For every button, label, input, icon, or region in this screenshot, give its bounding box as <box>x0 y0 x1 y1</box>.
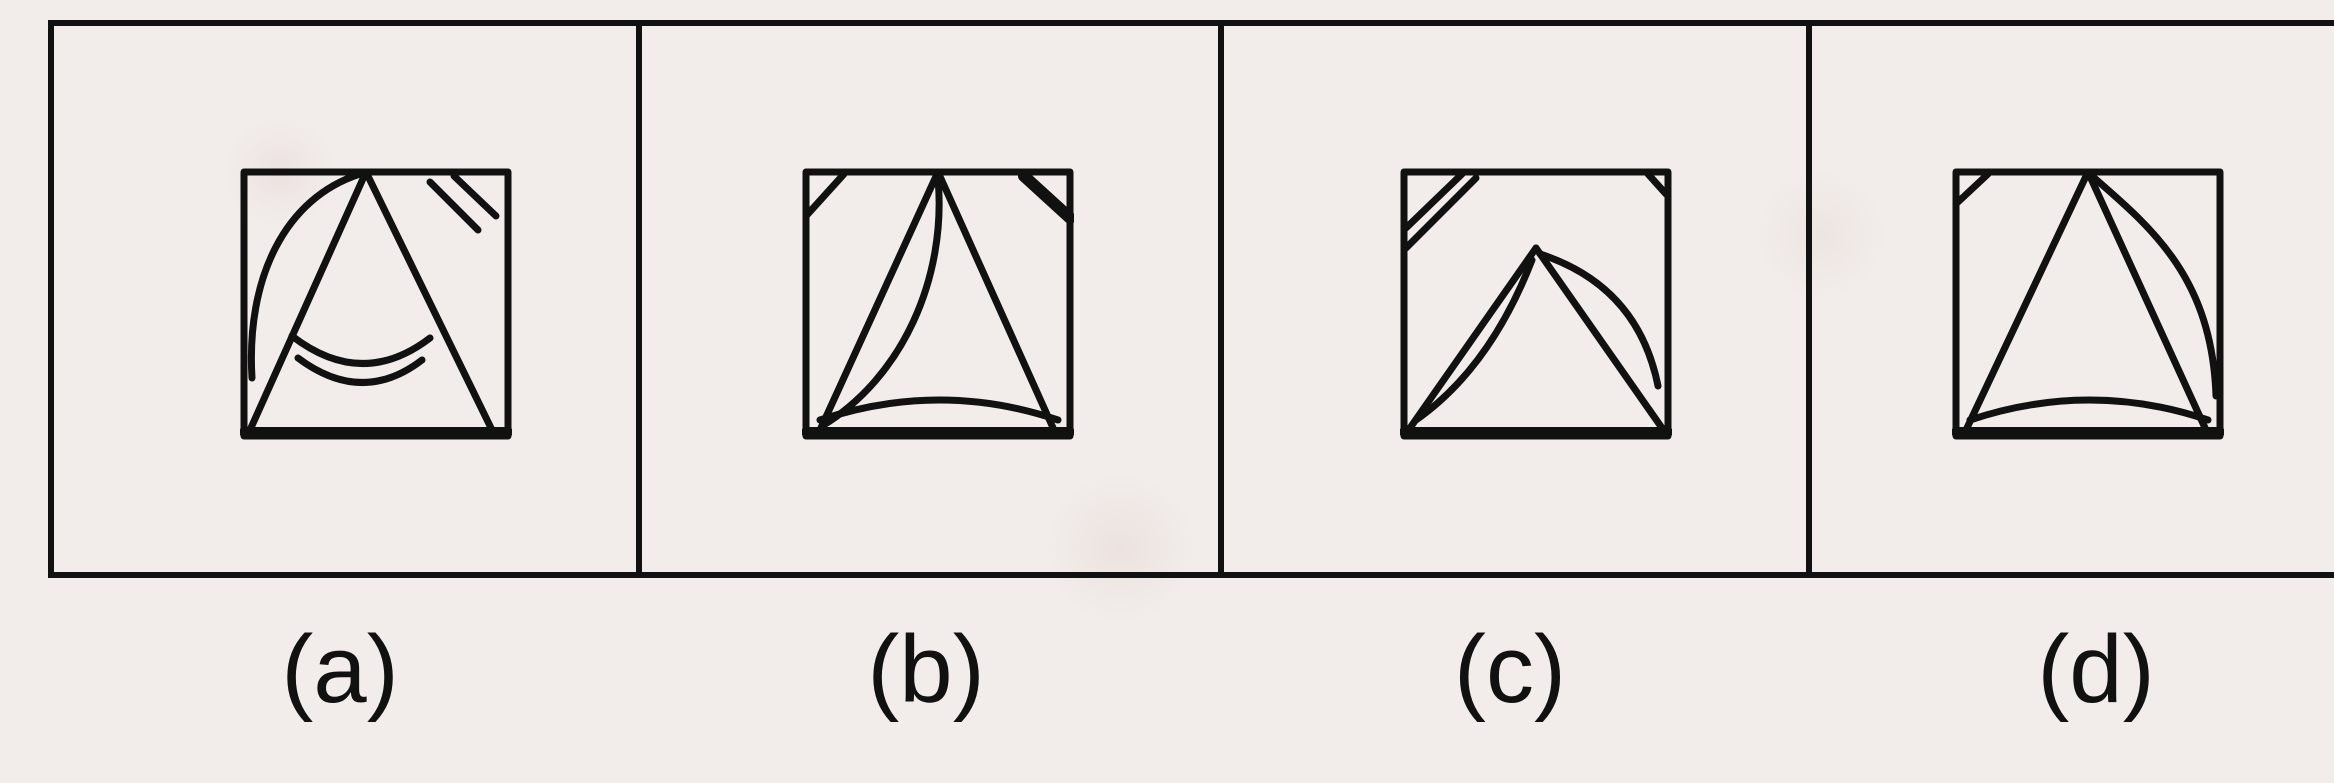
option-b-label: (b) <box>867 616 985 723</box>
option-d-figure <box>1952 168 2224 440</box>
option-a-label: (a) <box>281 616 399 723</box>
option-c-label: (c) <box>1454 616 1566 723</box>
option-d-label: (d) <box>2037 616 2155 723</box>
option-b-figure <box>802 168 1074 440</box>
option-a-figure <box>240 168 512 440</box>
option-c-figure <box>1400 168 1672 440</box>
answer-options-strip <box>48 20 2334 578</box>
option-b-panel[interactable] <box>642 26 1224 572</box>
option-a-panel[interactable] <box>54 26 642 572</box>
option-c-panel[interactable] <box>1224 26 1812 572</box>
option-d-panel[interactable] <box>1812 26 2334 572</box>
